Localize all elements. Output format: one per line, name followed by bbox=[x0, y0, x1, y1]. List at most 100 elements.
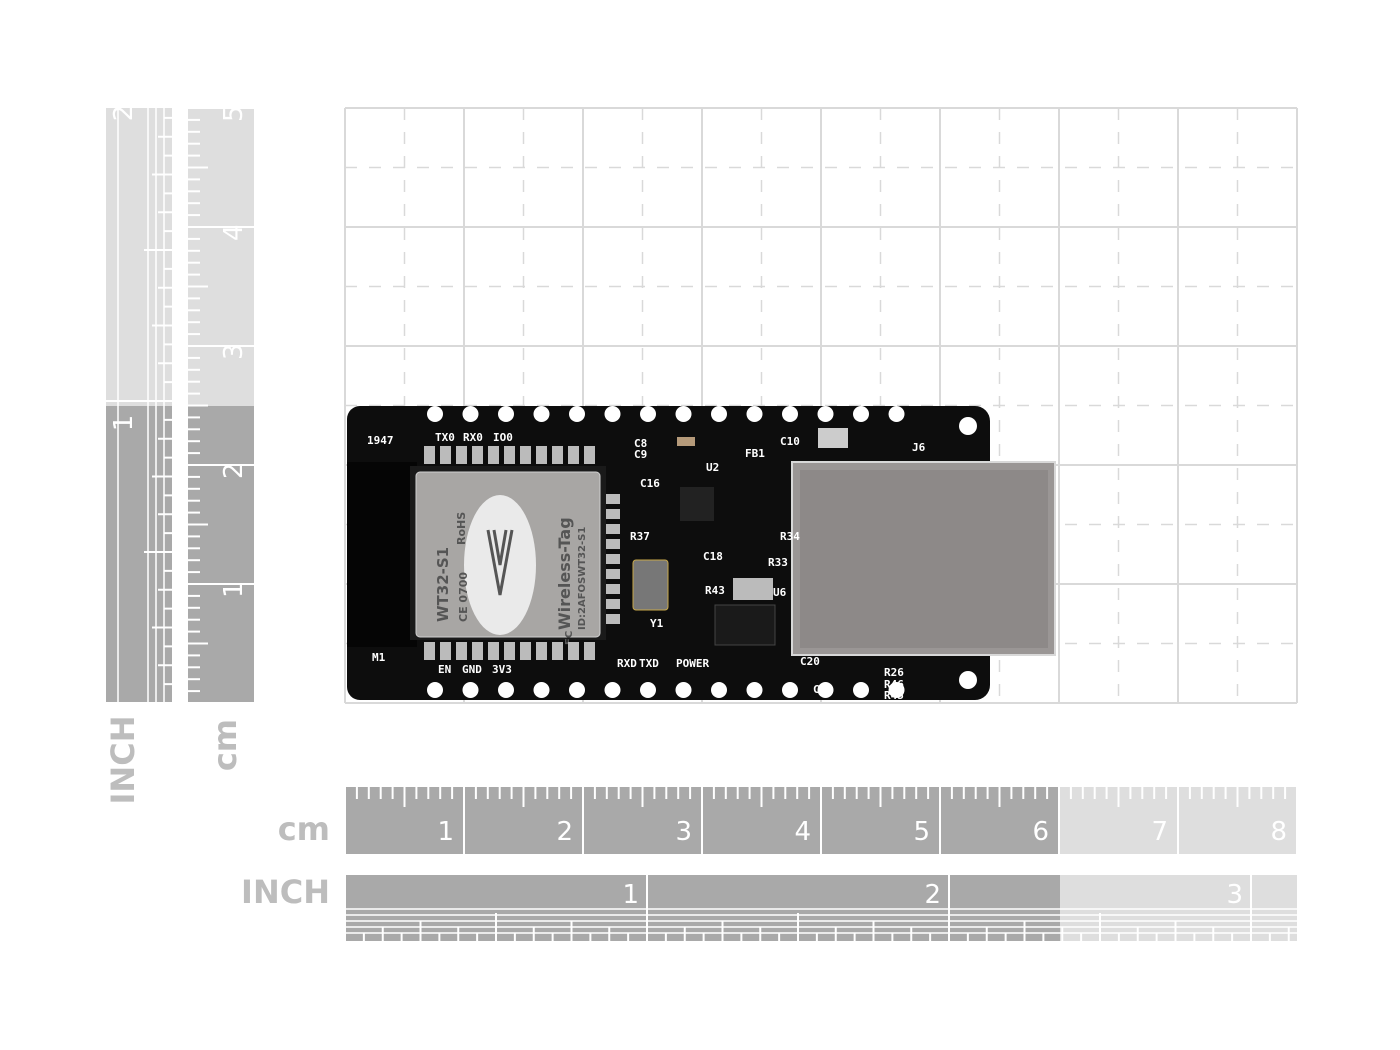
led-label-power: POWER bbox=[676, 657, 709, 670]
header-hole bbox=[533, 406, 550, 422]
regulator-tab bbox=[733, 578, 773, 600]
header-hole bbox=[640, 406, 656, 422]
pin-headers bbox=[427, 406, 905, 698]
module-pad bbox=[606, 524, 620, 534]
vertical-cm-tick-label: 2 bbox=[219, 462, 249, 479]
board-code: 1947 bbox=[367, 434, 394, 447]
header-hole bbox=[888, 682, 905, 698]
component-label: C8 bbox=[634, 437, 647, 450]
inch-tick-label: 3 bbox=[1226, 880, 1243, 910]
module-pad bbox=[488, 446, 499, 464]
pin-label-gnd: GND bbox=[462, 663, 482, 676]
header-hole bbox=[640, 682, 656, 698]
component-label: U2 bbox=[706, 461, 719, 474]
component-label: C16 bbox=[640, 477, 660, 490]
antenna-area bbox=[347, 462, 417, 647]
vertical-cm-unit-label: cm bbox=[206, 719, 244, 771]
header-hole bbox=[746, 406, 763, 422]
component-label: R33 bbox=[768, 556, 788, 569]
pin-label-tx0: TX0 bbox=[435, 431, 455, 444]
header-hole bbox=[462, 406, 479, 422]
module-pad bbox=[456, 642, 467, 660]
module-pad bbox=[488, 642, 499, 660]
vertical-cm-tick-label: 5 bbox=[219, 105, 249, 122]
voltage-regulator-u6 bbox=[714, 604, 776, 646]
pin-label-rx0: RX0 bbox=[463, 431, 483, 444]
led-label-rxd: RXD bbox=[617, 657, 637, 670]
cm-tick-label: 2 bbox=[556, 817, 573, 847]
component-label: R43 bbox=[705, 584, 725, 597]
header-hole bbox=[427, 682, 443, 698]
module-pad bbox=[568, 642, 579, 660]
component-label: R34 bbox=[780, 530, 800, 543]
pin-label-io0: IO0 bbox=[493, 431, 513, 444]
header-hole bbox=[711, 406, 727, 422]
component-label: C10 bbox=[780, 435, 800, 448]
module-pad bbox=[552, 446, 563, 464]
component-label: R26 bbox=[884, 666, 904, 679]
component-label: R46 bbox=[884, 678, 904, 691]
component-label: C5 bbox=[813, 683, 826, 696]
module-pad bbox=[472, 446, 483, 464]
cm-tick-label: 8 bbox=[1270, 817, 1287, 847]
header-hole bbox=[604, 682, 621, 698]
component-label: Y1 bbox=[650, 617, 664, 630]
header-hole bbox=[533, 682, 550, 698]
module-pad bbox=[606, 539, 620, 549]
module-pad bbox=[520, 446, 531, 464]
component-label: C9 bbox=[634, 448, 647, 461]
inch-tick-label: 2 bbox=[924, 880, 941, 910]
header-hole bbox=[569, 682, 585, 698]
module-pad bbox=[606, 494, 620, 504]
module-rohs: RoHS bbox=[455, 512, 468, 545]
vertical-inch-tick-2: 2 bbox=[109, 105, 139, 122]
header-hole bbox=[782, 682, 798, 698]
vertical-inch-ruler: 1 2 bbox=[106, 105, 172, 704]
header-hole bbox=[569, 406, 585, 422]
module-pad bbox=[606, 599, 620, 609]
ethernet-phy-chip bbox=[680, 487, 714, 521]
module-pad bbox=[536, 446, 547, 464]
pin-label-3v3: 3V3 bbox=[492, 663, 512, 676]
cm-tick-label: 3 bbox=[675, 817, 692, 847]
module-pad bbox=[568, 446, 579, 464]
inch-tick-label: 1 bbox=[622, 880, 639, 910]
cm-tick-label: 6 bbox=[1032, 817, 1049, 847]
header-hole bbox=[782, 406, 798, 422]
module-pad bbox=[536, 642, 547, 660]
cm-tick-label: 4 bbox=[794, 817, 811, 847]
component-label: C20 bbox=[800, 655, 820, 668]
module-pad bbox=[424, 446, 435, 464]
header-hole bbox=[888, 406, 905, 422]
component-label: R37 bbox=[630, 530, 650, 543]
header-hole bbox=[817, 406, 834, 422]
module-ref-m1: M1 bbox=[372, 651, 386, 664]
module-brand: Wireless-Tag bbox=[555, 517, 574, 630]
capacitor-c10 bbox=[818, 428, 848, 448]
module-pad bbox=[606, 614, 620, 624]
component-label: U6 bbox=[773, 586, 787, 599]
vertical-cm-tick-label: 4 bbox=[219, 224, 249, 241]
header-hole bbox=[604, 406, 621, 422]
module-ce: CE 0700 bbox=[457, 572, 470, 622]
header-hole bbox=[498, 406, 514, 422]
module-id: ID:2AFOSWT32-S1 bbox=[577, 527, 588, 630]
header-hole bbox=[675, 406, 692, 422]
module-pad bbox=[520, 642, 531, 660]
pin-label-en: EN bbox=[438, 663, 451, 676]
module-pad bbox=[504, 446, 515, 464]
vertical-cm-tick-label: 3 bbox=[219, 343, 249, 360]
header-hole bbox=[711, 682, 727, 698]
module-pad bbox=[440, 446, 451, 464]
module-pad bbox=[472, 642, 483, 660]
led-label-txd: TXD bbox=[639, 657, 659, 670]
vertical-cm-ruler: 1 2 3 4 5 bbox=[188, 105, 254, 704]
header-hole bbox=[498, 682, 514, 698]
module-pad bbox=[504, 642, 515, 660]
module-pad bbox=[606, 584, 620, 594]
header-hole bbox=[746, 682, 763, 698]
vertical-cm-tick-label: 1 bbox=[219, 581, 249, 598]
component-label: R45 bbox=[884, 689, 904, 702]
